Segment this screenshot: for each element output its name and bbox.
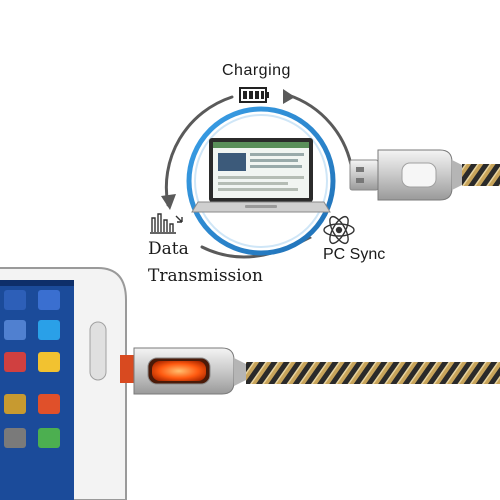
charging-label: Charging bbox=[222, 62, 291, 79]
atom-icon bbox=[323, 215, 355, 245]
led-indicator bbox=[152, 361, 206, 381]
micro-usb-connector bbox=[120, 347, 246, 395]
transmission-label: Transmission bbox=[148, 266, 263, 286]
battery-icon bbox=[239, 87, 269, 103]
micro-usb-cable-braid bbox=[246, 362, 500, 384]
smartphone bbox=[0, 267, 127, 500]
data-transfer-icon bbox=[150, 213, 183, 234]
usb-connector bbox=[349, 149, 462, 201]
laptop-icon bbox=[191, 138, 331, 213]
usb-cable-braid bbox=[462, 164, 500, 186]
pc-sync-label: PC Sync bbox=[323, 246, 386, 263]
data-label: Data bbox=[148, 239, 189, 259]
